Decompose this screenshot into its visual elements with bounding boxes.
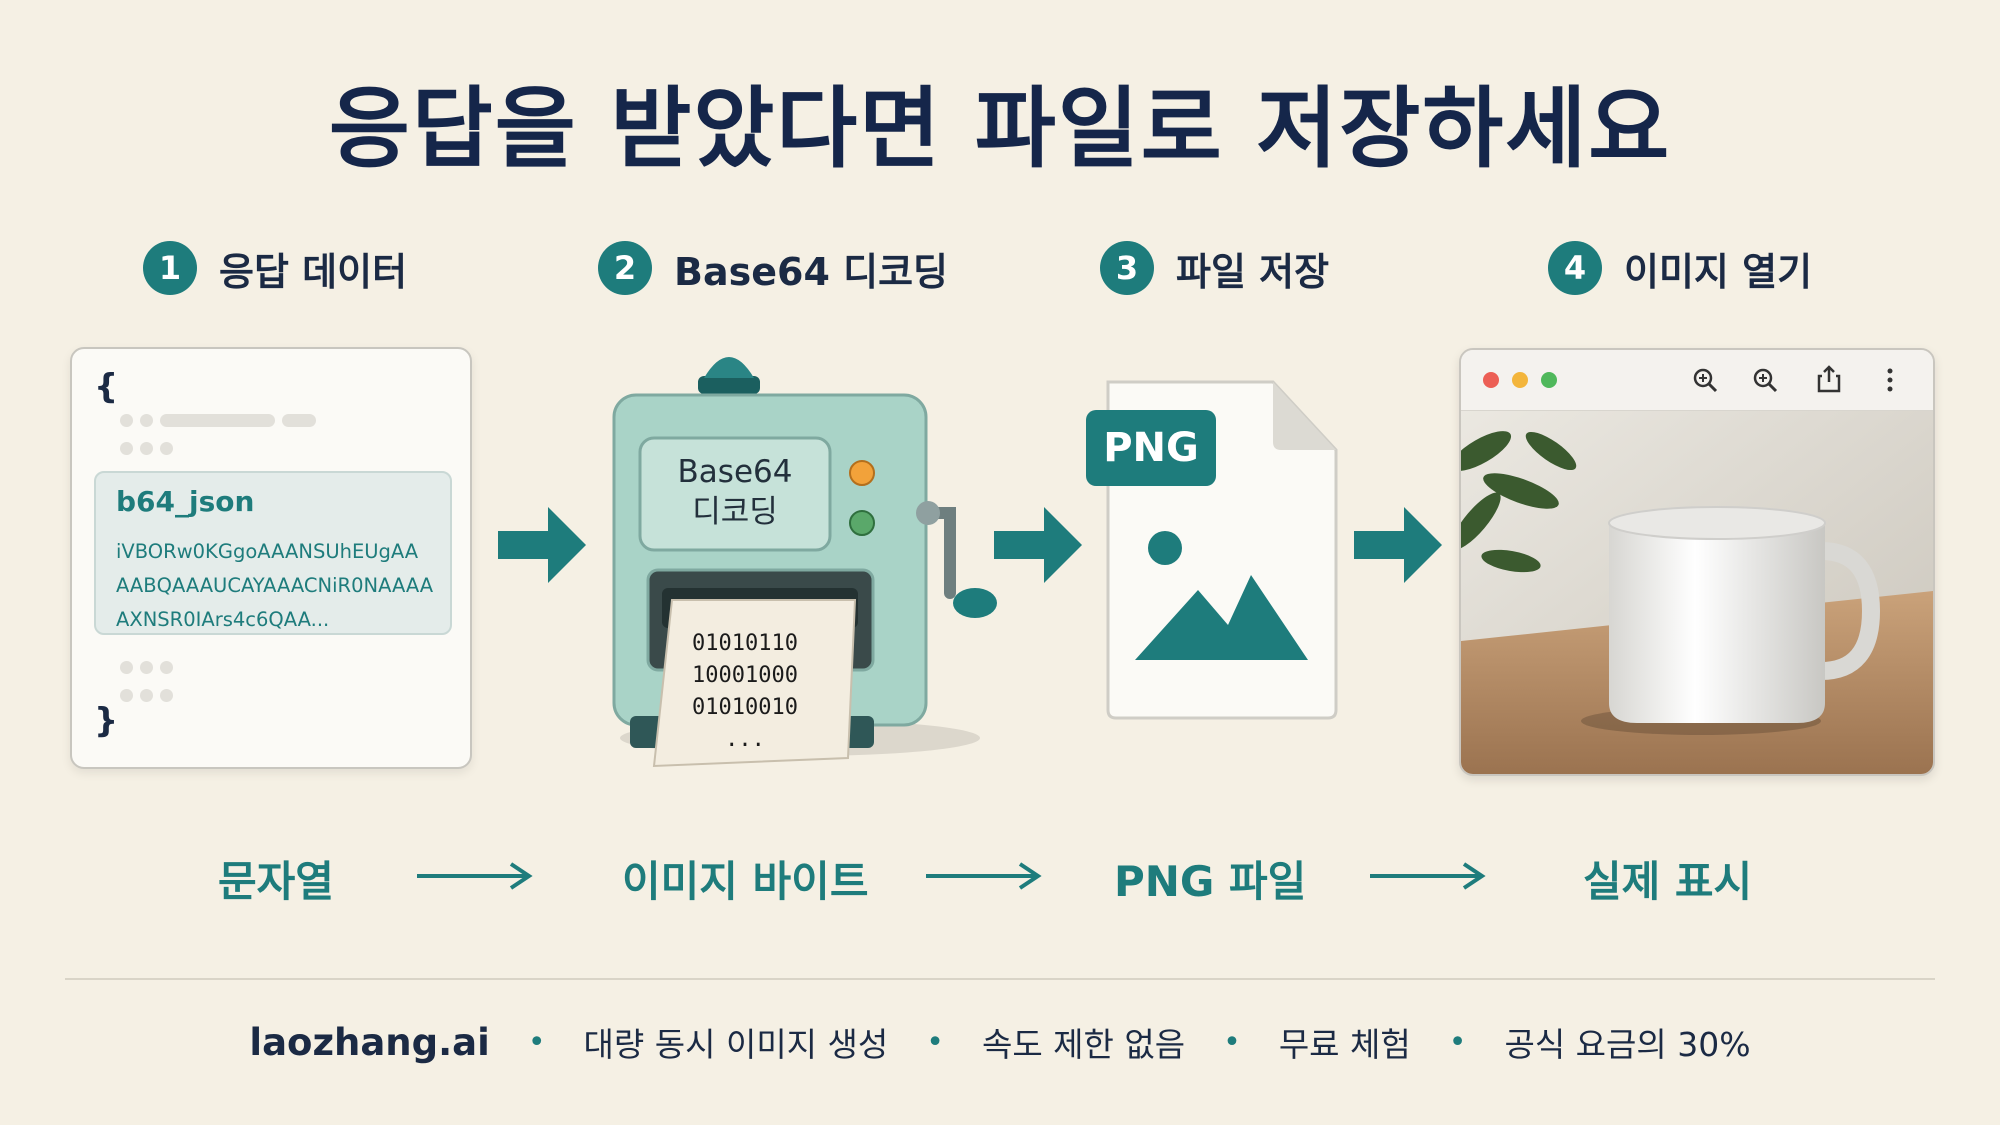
footer-item: 속도 제한 없음 <box>981 1025 1186 1064</box>
placeholder-dot <box>140 661 153 674</box>
open-brace: { <box>94 367 119 407</box>
separator-dot: • <box>1448 1024 1467 1060</box>
base64-decoder-machine <box>612 357 997 768</box>
separator-dot: • <box>926 1024 944 1060</box>
png-tag: PNG <box>1086 410 1216 486</box>
placeholder-dot <box>140 442 153 455</box>
b64-json-value: iVBORw0KGgoAAANSUhEUgAA AABQAAAUCAYAAACN… <box>116 540 434 631</box>
flow-arrow-icon <box>417 862 533 890</box>
close-brace: } <box>94 701 119 741</box>
separator-dot: • <box>527 1024 546 1060</box>
placeholder-dot <box>120 442 133 455</box>
binary-output-paper: 01010110 10001000 01010010 ... <box>692 631 798 752</box>
arrow-right-icon <box>1354 507 1442 583</box>
flow-label-string: 문자열 <box>218 857 334 906</box>
arrow-right-icon <box>498 507 586 583</box>
placeholder-dot <box>120 689 133 702</box>
placeholder-dot <box>140 689 153 702</box>
footer: laozhang.ai • 대량 동시 이미지 생성 • 속도 제한 없음 • … <box>0 1018 2000 1066</box>
divider <box>65 978 1935 980</box>
json-response-card: { b64_json iVBORw0KGgoAAANSUhEUgAA AABQA… <box>70 347 472 769</box>
placeholder-bar <box>282 414 316 427</box>
step-number: 2 <box>598 241 652 295</box>
machine-label: Base64 디코딩 <box>677 454 793 530</box>
brand-name: laozhang.ai <box>249 1020 490 1064</box>
footer-item: 무료 체험 <box>1278 1025 1411 1064</box>
placeholder-dot <box>160 689 173 702</box>
step-2: 2 Base64 디코딩 <box>598 238 948 298</box>
step-3: 3 파일 저장 <box>1100 238 1329 298</box>
zoom-in-icon[interactable] <box>1691 366 1719 394</box>
placeholder-dot <box>160 661 173 674</box>
minimize-window-icon[interactable] <box>1512 372 1528 388</box>
flow-arrow-icon <box>1370 862 1486 890</box>
step-1: 1 응답 데이터 <box>143 238 407 298</box>
flow-arrow-icon <box>926 862 1042 890</box>
step-label: 응답 데이터 <box>219 249 408 294</box>
more-vertical-icon[interactable] <box>1885 366 1895 394</box>
viewer-toolbar <box>1461 350 1933 411</box>
placeholder-dot <box>120 414 133 427</box>
flow-label-png-file: PNG 파일 <box>1114 857 1307 906</box>
placeholder-dot <box>120 661 133 674</box>
mug-photo <box>1461 411 1933 774</box>
arrow-right-icon <box>994 507 1082 583</box>
step-number: 1 <box>143 241 197 295</box>
separator-dot: • <box>1223 1024 1241 1060</box>
page-title: 응답을 받았다면 파일로 저장하세요 <box>328 77 1672 180</box>
placeholder-dot <box>140 414 153 427</box>
placeholder-bar <box>160 414 275 427</box>
image-viewer-window <box>1459 348 1935 776</box>
footer-item: 대량 동시 이미지 생성 <box>583 1025 889 1064</box>
footer-item: 공식 요금의 30% <box>1504 1025 1751 1064</box>
step-number: 4 <box>1548 241 1602 295</box>
step-number: 3 <box>1100 241 1154 295</box>
step-4: 4 이미지 열기 <box>1548 238 1812 298</box>
close-window-icon[interactable] <box>1483 372 1499 388</box>
flow-label-image-bytes: 이미지 바이트 <box>622 857 869 906</box>
maximize-window-icon[interactable] <box>1541 372 1557 388</box>
b64-json-key: b64_json <box>116 485 255 518</box>
step-label: 파일 저장 <box>1176 249 1330 294</box>
zoom-in-icon[interactable] <box>1751 366 1779 394</box>
step-label: 이미지 열기 <box>1624 249 1813 294</box>
share-icon[interactable] <box>1815 364 1843 394</box>
placeholder-dot <box>160 442 173 455</box>
flow-label-display: 실제 표시 <box>1583 857 1753 906</box>
b64-json-field: b64_json iVBORw0KGgoAAANSUhEUgAA AABQAAA… <box>94 471 452 635</box>
step-label: Base64 디코딩 <box>674 249 948 294</box>
